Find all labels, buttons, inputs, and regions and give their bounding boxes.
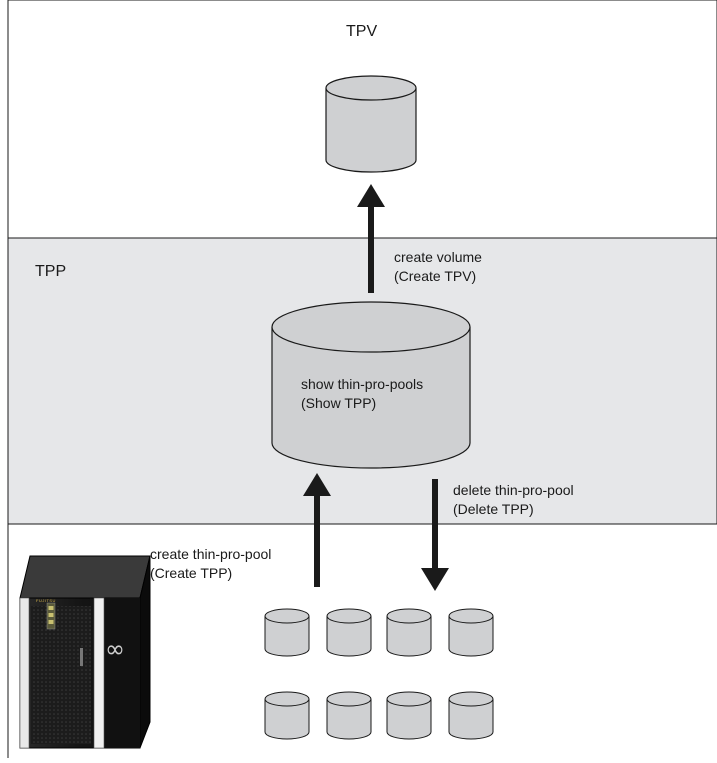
delete-pool-arrow: [421, 479, 449, 591]
create-volume-label: create volume (Create TPV): [394, 248, 482, 286]
raid-disk: [448, 608, 494, 657]
fujitsu-brand-text: FUJITSU: [36, 598, 56, 603]
create-pool-arrow: [303, 473, 331, 587]
tpp-cylinder: [271, 301, 471, 469]
raid-disks: [264, 608, 494, 740]
create-volume-command: create volume: [394, 249, 482, 265]
storage-cabinet: [19, 555, 151, 749]
show-pools-action: (Show TPP): [301, 395, 377, 411]
tpp-cylinder-label: show thin-pro-pools (Show TPP): [301, 375, 423, 413]
create-pool-action: (Create TPP): [150, 565, 233, 581]
create-volume-arrow: [357, 184, 385, 293]
show-pools-command: show thin-pro-pools: [301, 376, 424, 392]
raid-disk: [264, 608, 310, 657]
tpv-title: TPV: [346, 23, 378, 40]
fujitsu-logo-icon: ∞: [105, 635, 125, 663]
raid-disk: [386, 608, 432, 657]
tpv-cylinder: [325, 75, 417, 173]
raid-disk: [326, 691, 372, 740]
raid-disk: [264, 691, 310, 740]
delete-pool-action: (Delete TPP): [453, 501, 534, 517]
delete-pool-command: delete thin-pro-pool: [453, 482, 574, 498]
tpp-title: TPP: [35, 263, 67, 280]
delete-pool-label: delete thin-pro-pool (Delete TPP): [453, 481, 574, 519]
raid-disk: [326, 608, 372, 657]
create-pool-command: create thin-pro-pool: [150, 546, 272, 562]
raid-disk: [448, 691, 494, 740]
raid-disk: [386, 691, 432, 740]
create-volume-action: (Create TPV): [394, 268, 477, 284]
create-pool-label: create thin-pro-pool (Create TPP): [150, 545, 271, 583]
